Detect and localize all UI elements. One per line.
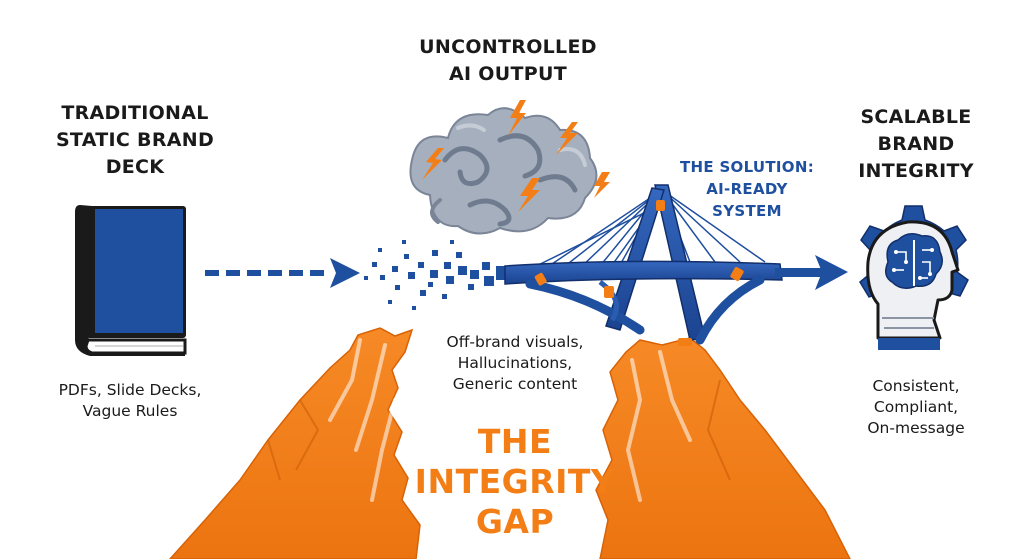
left-caption-line: PDFs, Slide Decks, <box>58 381 202 399</box>
middle-caption-line: Off-brand visuals, <box>446 333 584 351</box>
right-caption: Consistent, Compliant, On-message <box>832 376 1000 439</box>
gap-title-line: INTEGRITY <box>414 462 616 501</box>
brain-circuit-icon <box>885 233 943 289</box>
right-title: SCALABLE BRAND INTEGRITY <box>832 104 1000 185</box>
gap-title-line: THE <box>477 422 553 461</box>
left-caption-line: Vague Rules <box>82 402 178 420</box>
middle-caption-line: Generic content <box>452 375 578 393</box>
right-title-line: INTEGRITY <box>858 160 974 182</box>
dashed-arrow-icon <box>205 258 360 288</box>
bridge-label: THE SOLUTION: AI-READY SYSTEM <box>662 156 832 222</box>
top-title-line: UNCONTROLLED <box>419 36 597 58</box>
bridge-icon <box>504 184 783 346</box>
middle-caption: Off-brand visuals, Hallucinations, Gener… <box>415 332 615 395</box>
pixel-dissolve <box>364 240 506 310</box>
left-title-line: DECK <box>105 156 165 178</box>
bridge-label-line: SYSTEM <box>712 202 782 220</box>
gap-title-line: GAP <box>475 502 555 541</box>
book-icon <box>75 205 187 356</box>
top-title: UNCONTROLLED AI OUTPUT <box>398 34 618 88</box>
top-title-line: AI OUTPUT <box>449 63 567 85</box>
gap-title: THE INTEGRITY GAP <box>400 422 630 542</box>
right-title-line: BRAND <box>877 133 955 155</box>
right-caption-line: On-message <box>867 419 965 437</box>
lightning-icon <box>422 100 610 212</box>
left-cliff <box>168 327 421 559</box>
left-caption: PDFs, Slide Decks, Vague Rules <box>30 380 230 422</box>
left-title-line: STATIC BRAND <box>55 129 215 151</box>
bridge-label-line: THE SOLUTION: <box>679 158 815 176</box>
storm-cloud-icon <box>409 107 598 235</box>
left-title: TRADITIONAL STATIC BRAND DECK <box>40 100 230 181</box>
right-title-line: SCALABLE <box>860 106 972 128</box>
right-caption-line: Compliant, <box>873 398 959 416</box>
ai-head-icon <box>859 205 969 350</box>
right-cliff <box>595 337 851 559</box>
arrow-icon <box>775 255 848 290</box>
bridge-label-line: AI-READY <box>706 180 788 198</box>
left-title-line: TRADITIONAL <box>61 102 209 124</box>
middle-caption-line: Hallucinations, <box>457 354 573 372</box>
right-caption-line: Consistent, <box>872 377 960 395</box>
